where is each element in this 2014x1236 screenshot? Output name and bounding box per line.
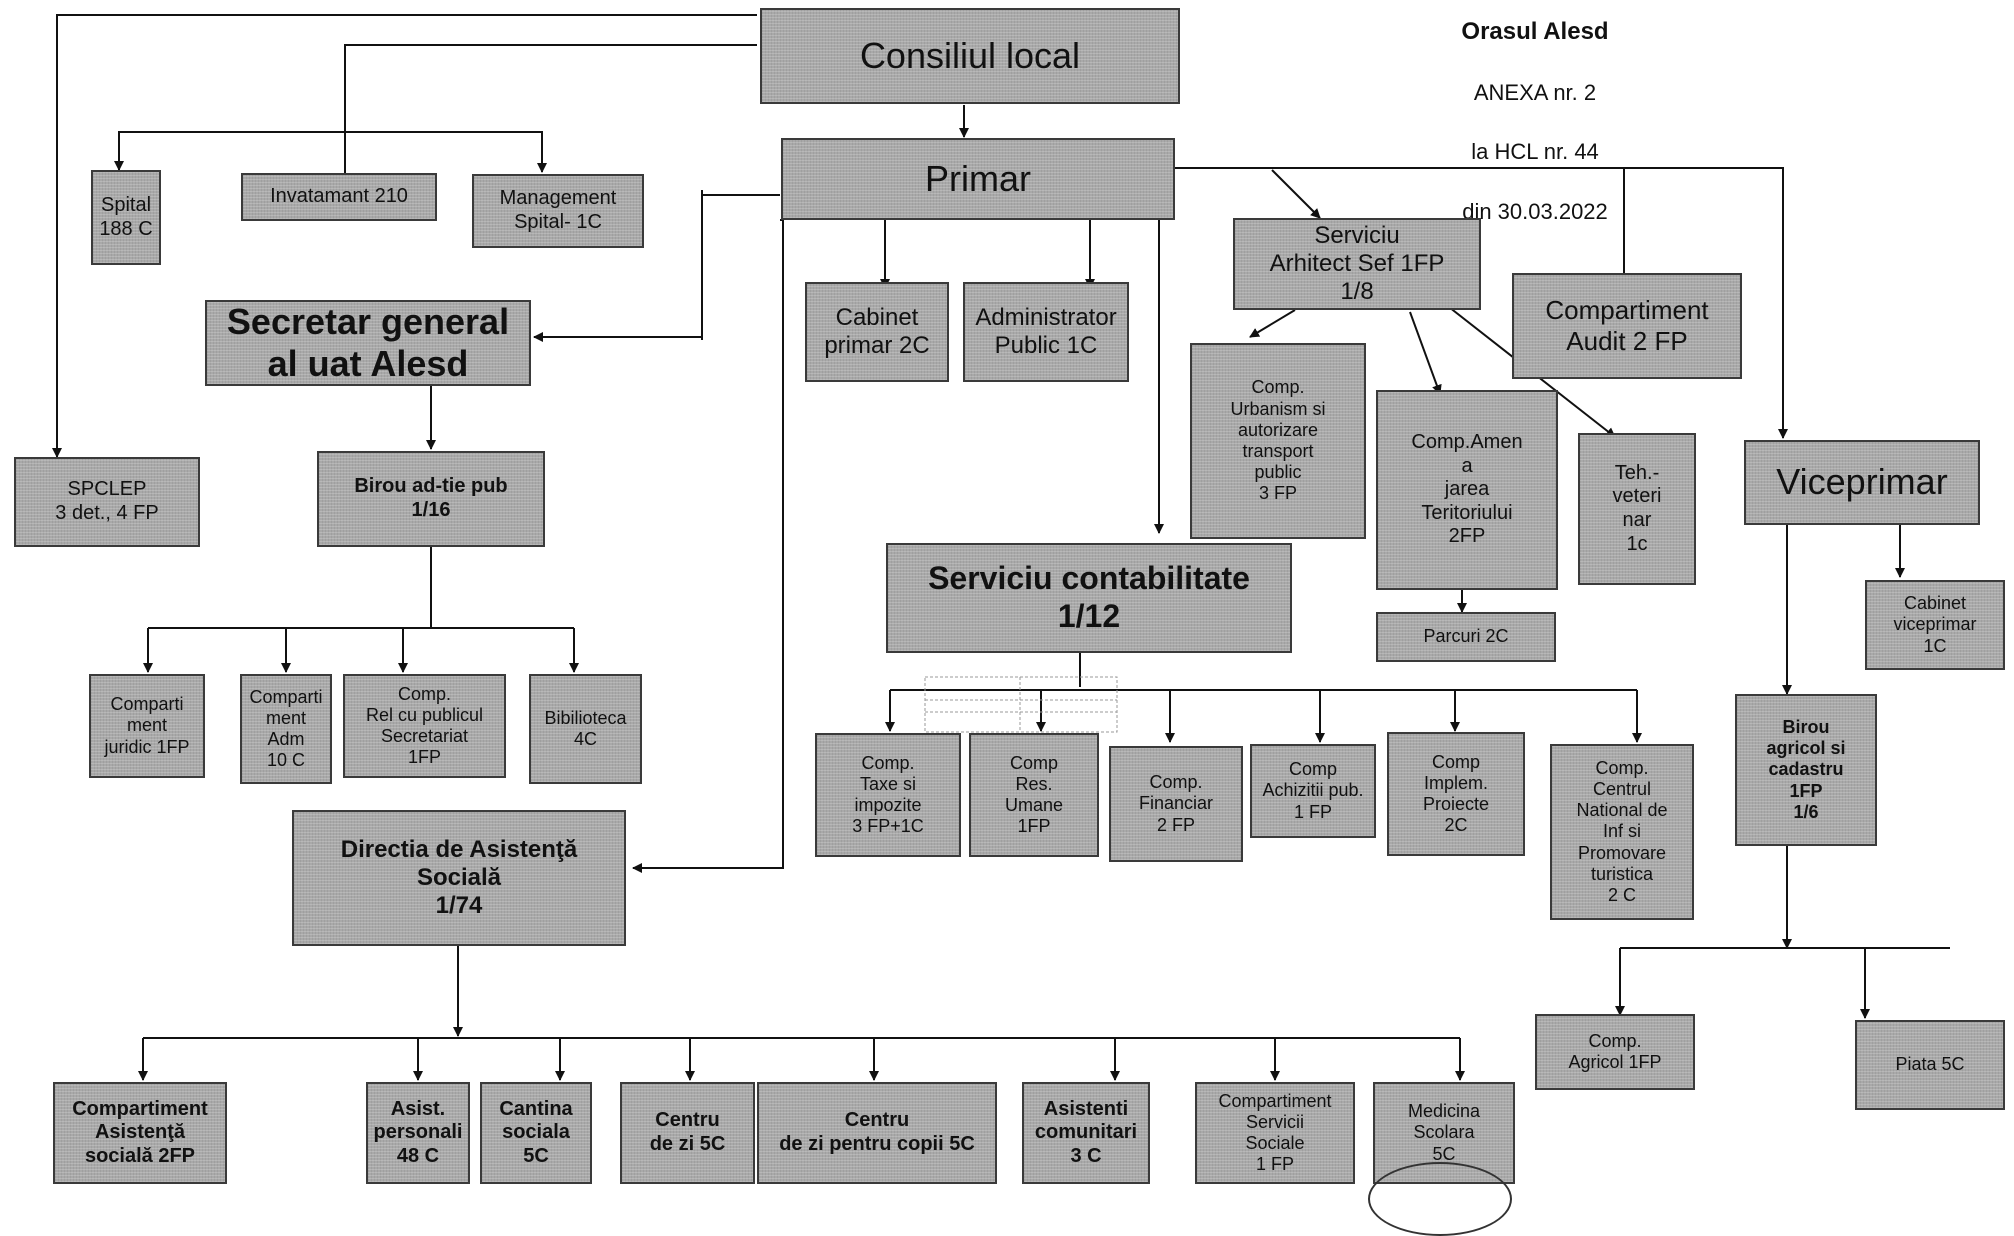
node-compartiment-audit: Compartiment Audit 2 FP xyxy=(1512,273,1742,379)
node-asistenti-comunitari: Asistenti comunitari 3 C xyxy=(1022,1082,1150,1184)
node-consiliul-local: Consiliul local xyxy=(760,8,1180,104)
node-primar: Primar xyxy=(781,138,1175,220)
node-comp-rel-public: Comp. Rel cu publicul Secretariat 1FP xyxy=(343,674,506,778)
node-serviciu-contabilitate: Serviciu contabilitate 1/12 xyxy=(886,543,1292,653)
node-comp-taxe: Comp. Taxe si impozite 3 FP+1C xyxy=(815,733,961,857)
node-birou-adtie-pub: Birou ad-tie pub 1/16 xyxy=(317,451,545,547)
annex-number: ANEXA nr. 2 xyxy=(1473,79,1597,105)
hcl-number: la HCL nr. 44 xyxy=(1471,139,1599,165)
node-comp-centrul-national: Comp. Centrul National de Inf si Promova… xyxy=(1550,744,1694,920)
node-asist-personali: Asist. personali 48 C xyxy=(366,1082,470,1184)
city-name: Orasul Alesd xyxy=(1461,17,1609,45)
node-piata: Piata 5C xyxy=(1855,1020,2005,1110)
node-teh-veterinar: Teh.- veteri nar 1c xyxy=(1578,433,1696,585)
node-viceprimar: Viceprimar xyxy=(1744,440,1980,525)
node-comp-urbanism: Comp. Urbanism si autorizare transport p… xyxy=(1190,343,1366,539)
node-comp-implem-proiecte: Comp Implem. Proiecte 2C xyxy=(1387,732,1525,856)
node-comp-asistenta-sociala: Compartiment Asistenţă socială 2FP xyxy=(53,1082,227,1184)
node-comp-financiar: Comp. Financiar 2 FP xyxy=(1109,746,1243,862)
node-management-spital: Management Spital- 1C xyxy=(472,174,644,248)
node-birou-agricol: Birou agricol si cadastru 1FP 1/6 xyxy=(1735,694,1877,846)
node-comp-amenajarea: Comp.Amen a jarea Teritoriului 2FP xyxy=(1376,390,1558,590)
node-comp-res-umane: Comp Res. Umane 1FP xyxy=(969,733,1099,857)
node-spital: Spital 188 C xyxy=(91,170,161,265)
node-cabinet-primar: Cabinet primar 2C xyxy=(805,282,949,382)
node-comp-agricol: Comp. Agricol 1FP xyxy=(1535,1014,1695,1090)
node-spclep: SPCLEP 3 det., 4 FP xyxy=(14,457,200,547)
official-stamp xyxy=(1368,1162,1512,1236)
hcl-date: din 30.03.2022 xyxy=(1462,198,1608,224)
node-invatamant: Invatamant 210 xyxy=(241,173,437,221)
node-secretar-general: Secretar general al uat Alesd xyxy=(205,300,531,386)
document-header: Orasul Alesd ANEXA nr. 2 la HCL nr. 44 d… xyxy=(1405,0,1665,226)
node-compartiment-juridic: Comparti ment juridic 1FP xyxy=(89,674,205,778)
node-parcuri: Parcuri 2C xyxy=(1376,612,1556,662)
node-centru-zi: Centru de zi 5C xyxy=(620,1082,755,1184)
node-biblioteca: Bibilioteca 4C xyxy=(529,674,642,784)
node-centru-zi-copii: Centru de zi pentru copii 5C xyxy=(757,1082,997,1184)
node-cantina-sociala: Cantina sociala 5C xyxy=(480,1082,592,1184)
node-administrator-public: Administrator Public 1C xyxy=(963,282,1129,382)
node-compartiment-adm: Comparti ment Adm 10 C xyxy=(240,674,332,784)
node-comp-achizitii: Comp Achizitii pub. 1 FP xyxy=(1250,744,1376,838)
node-serviciu-arhitect-sef: Serviciu Arhitect Sef 1FP 1/8 xyxy=(1233,218,1481,310)
node-comp-servicii-sociale: Compartiment Servicii Sociale 1 FP xyxy=(1195,1082,1355,1184)
node-directia-asistenta: Directia de Asistenţă Socială 1/74 xyxy=(292,810,626,946)
connector-lines xyxy=(52,14,1950,1081)
node-cabinet-viceprimar: Cabinet viceprimar 1C xyxy=(1865,580,2005,670)
